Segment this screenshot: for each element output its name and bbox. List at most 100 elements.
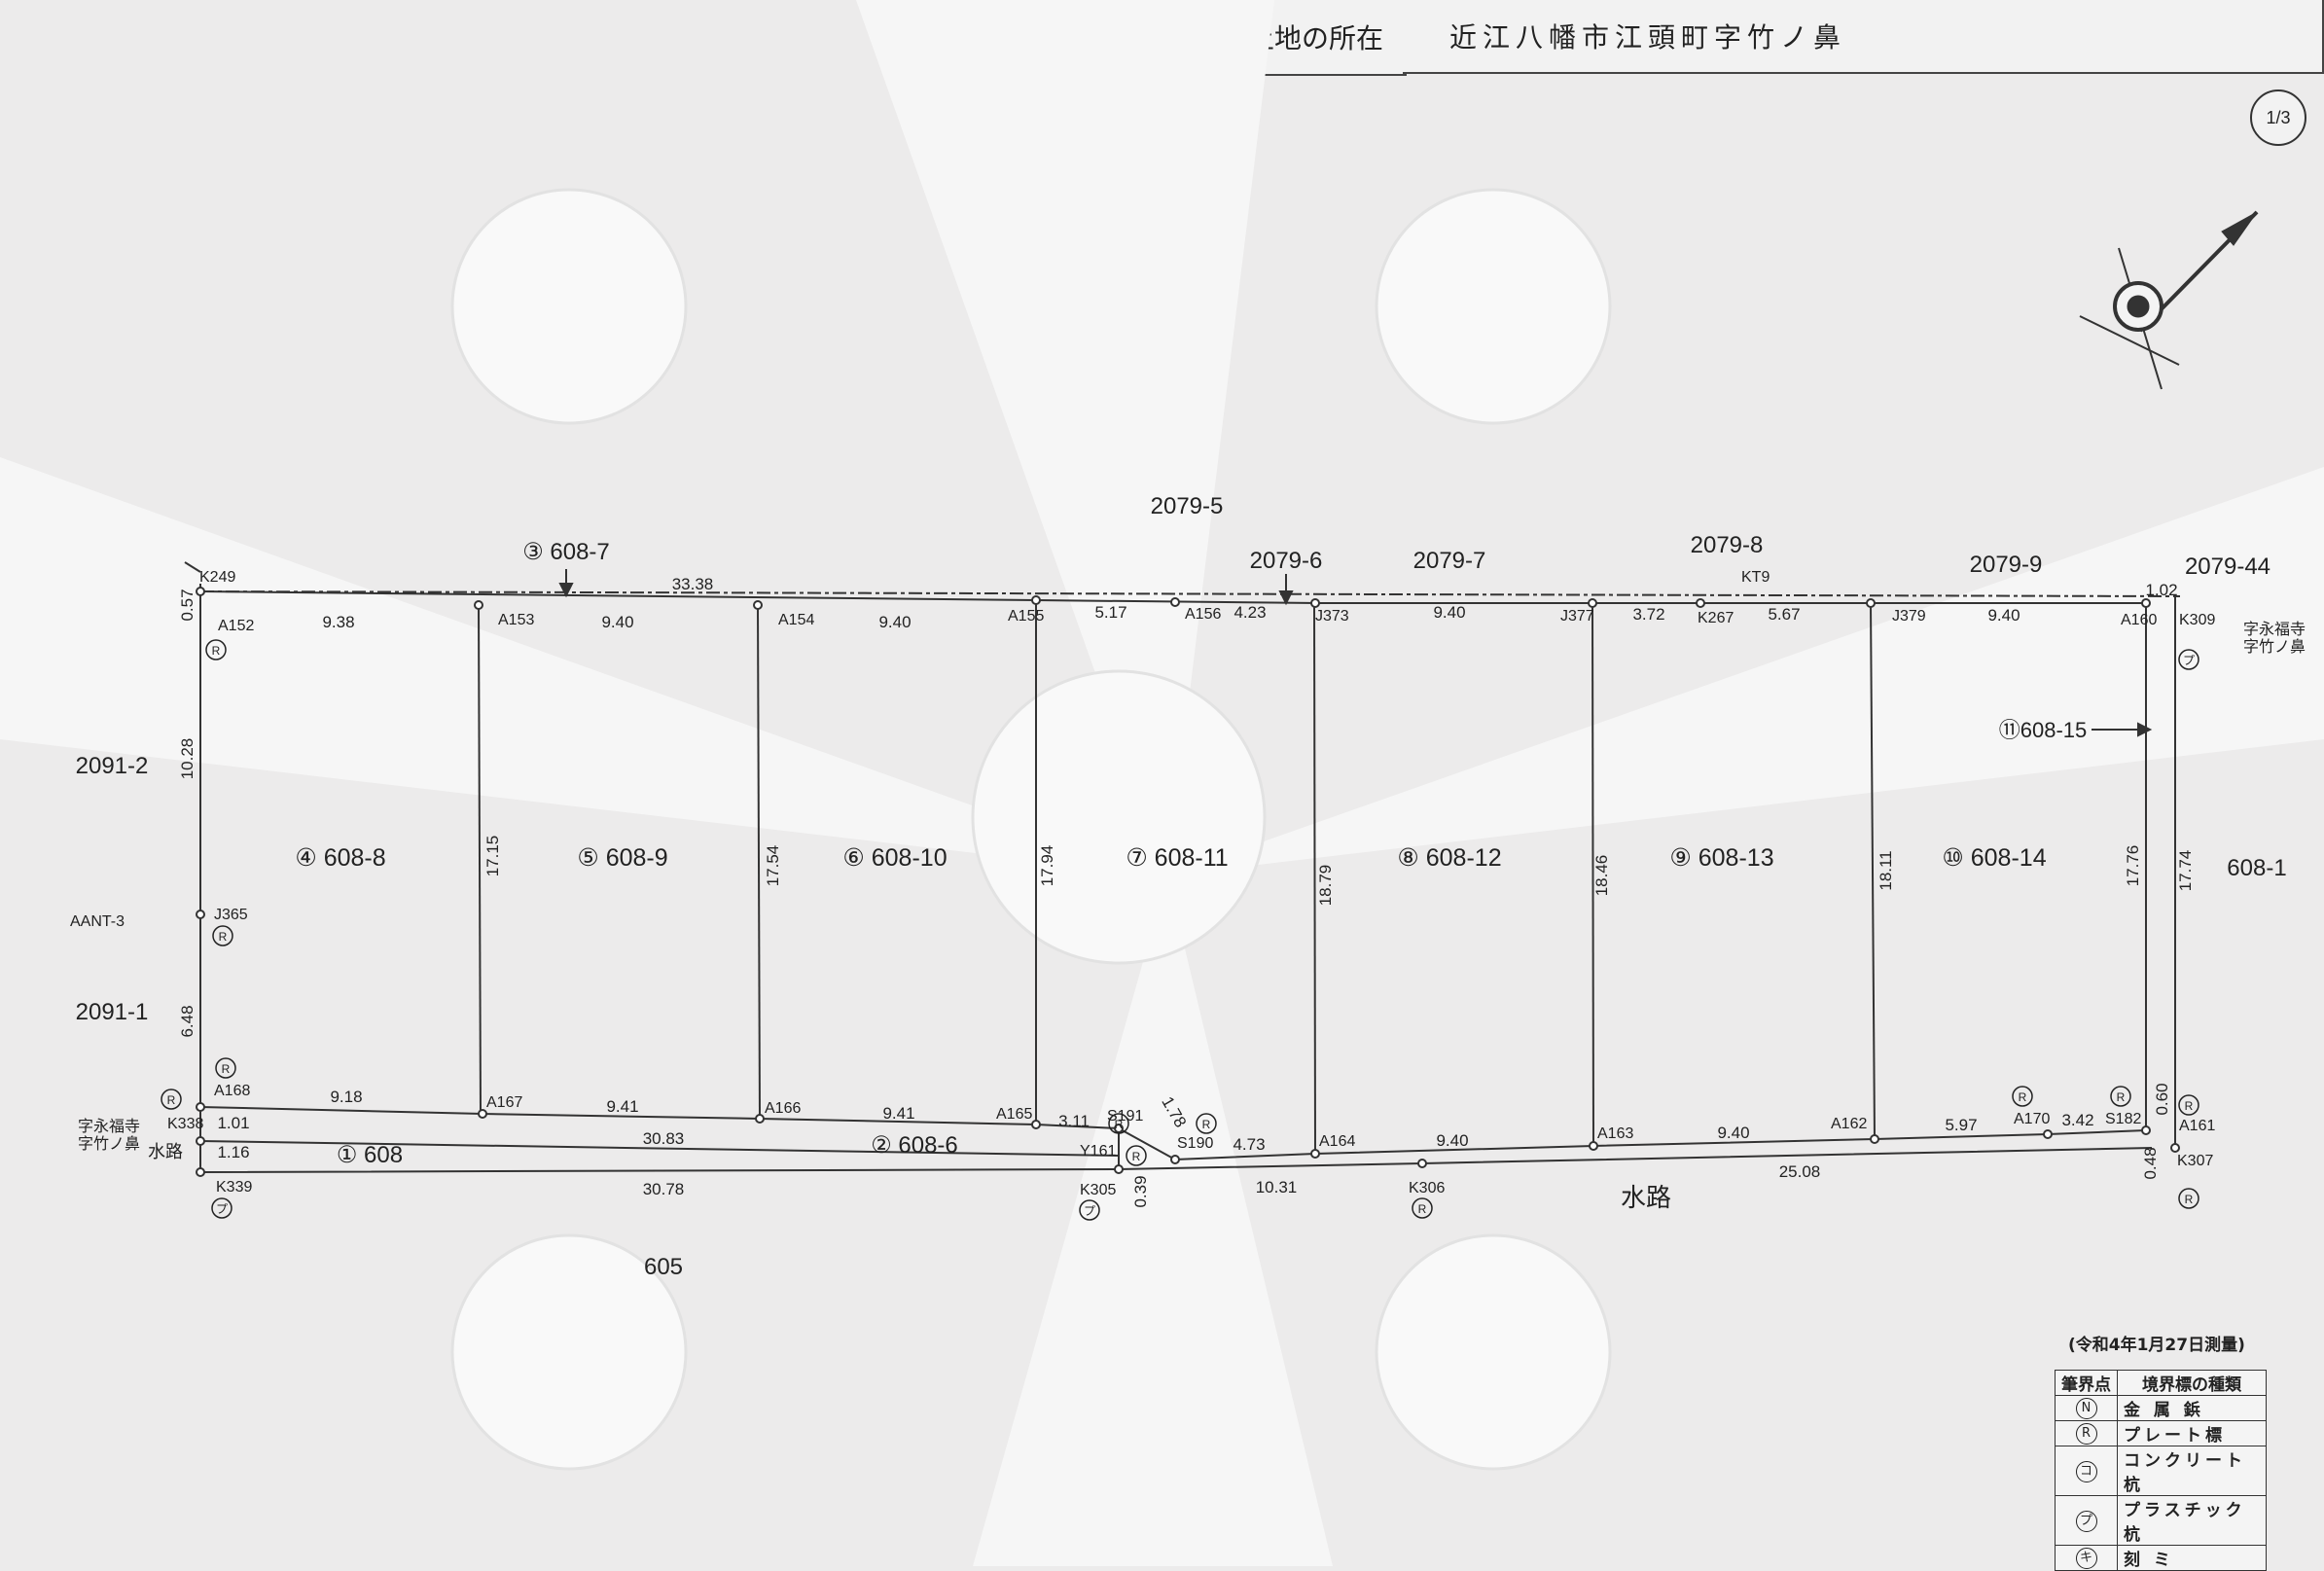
distance-label: 33.38 [672,575,714,593]
sheet-num: 1 [2266,108,2276,127]
distance-label: 17.15 [483,836,502,877]
legend-row: ププラスチック杭 [2055,1495,2267,1546]
parcel-label: ③ 608-7 [522,539,610,565]
point-id: Y161 [1080,1143,1116,1160]
marker-symbol-icon [2012,1086,2033,1107]
point-id: J373 [1315,608,1349,625]
marker-symbol-icon [2110,1086,2131,1107]
distance-label: 6.48 [178,1005,197,1037]
north-arrow-icon [2079,210,2259,390]
marker-symbol-letter: R [212,644,221,658]
distance-label: 17.74 [2176,850,2195,892]
boundary-point-marker [1310,598,1320,608]
distance-label: 9.40 [1436,1131,1468,1150]
distance-label: 30.83 [643,1129,685,1148]
neighbor-lot-label: 2079-5 [1151,493,1224,519]
marker-symbol-icon [1079,1199,1100,1221]
point-id: A152 [218,618,254,634]
boundary-point-marker [1031,595,1041,605]
point-id: J365 [214,907,248,923]
distance-label: 10.28 [178,738,197,780]
boundary-point-marker [1114,1124,1124,1133]
legend-symbol: R [2075,1423,2097,1445]
legend-col2: 境界標の種類 [2117,1370,2267,1396]
point-id: K267 [1698,610,1734,626]
distance-label: 5.17 [1094,603,1126,622]
distance-label: 0.48 [2141,1147,2160,1179]
distance-label: 17.94 [1038,845,1056,887]
marker-symbol-letter: R [2185,1193,2194,1206]
marker-symbol-letter: R [1132,1150,1141,1163]
marker-symbol-letter: プ [216,1202,228,1216]
boundary-point-marker [1696,598,1705,608]
boundary-point-marker [474,600,483,610]
legend-symbol: コ [2075,1460,2097,1482]
distance-label: 17.54 [764,845,782,887]
point-id: A156 [1185,606,1221,623]
boundary-point-marker [196,910,205,919]
boundary-point-marker [196,1102,205,1112]
legend-symbol: プ [2075,1510,2097,1532]
distance-label: 5.67 [1768,605,1800,624]
boundary-point-marker [2141,598,2151,608]
distance-label: 18.11 [1877,850,1895,890]
legend-name: プラスチック杭 [2117,1495,2267,1546]
legend-symbol: N [2075,1398,2097,1419]
distance-label: 3.42 [2061,1111,2093,1129]
marker-symbol-icon [215,1057,236,1079]
boundary-point-marker [1866,598,1876,608]
distance-label: 18.79 [1316,865,1335,907]
point-id: K339 [216,1179,252,1196]
point-id: A154 [778,612,814,628]
neighbor-lot-label: 2079-7 [1413,548,1486,574]
boundary-point-marker [1417,1159,1427,1168]
distance-label: 9.18 [330,1088,362,1106]
marker-symbol-letter: R [222,1062,231,1076]
area-name-label: 字永福寺 [78,1118,140,1135]
legend-name: 金 属 鋲 [2117,1395,2267,1421]
point-id: A163 [1597,1125,1633,1142]
parcel-label: ⑩ 608-14 [1942,844,2046,872]
distance-label: 9.40 [1717,1124,1749,1142]
marker-symbol-icon [2178,1188,2199,1209]
marker-symbol-letter: R [1115,1118,1124,1131]
parcel-label: ⑪608-15 [1999,718,2088,742]
boundary-point-marker [1170,1155,1180,1164]
boundary-point-marker [2170,1143,2180,1153]
point-id: A165 [996,1106,1032,1123]
distance-label: 4.23 [1234,603,1266,622]
distance-label: 25.08 [1779,1162,1821,1181]
neighbor-lot-label: 605 [644,1254,683,1280]
marker-symbol-icon [205,639,227,661]
boundary-point-marker [2141,1125,2151,1135]
watermark-emblems [450,188,1612,1471]
boundary-point-marker [1870,1134,1879,1144]
point-id: A167 [486,1094,522,1111]
point-id: K306 [1409,1180,1445,1196]
parcel-label: ⑥ 608-10 [842,844,947,872]
legend-name: コンクリート杭 [2117,1446,2267,1496]
point-id: KT9 [1741,569,1770,586]
legend-row: ココンクリート杭 [2055,1446,2267,1496]
point-id: A161 [2179,1118,2215,1134]
point-id: J377 [1560,608,1594,625]
marker-symbol-icon [1196,1113,1217,1134]
distance-label: 5.97 [1945,1116,1977,1134]
canal-label: 水路 [1621,1183,1671,1212]
distance-label: 30.78 [643,1180,685,1198]
boundary-point-marker [1031,1120,1041,1129]
marker-symbol-icon [161,1089,182,1110]
marker-symbol-letter: プ [1084,1204,1095,1218]
parcel-label: ⑤ 608-9 [577,844,667,872]
legend-name: 刻 ミ [2117,1545,2267,1571]
point-id: A164 [1319,1133,1355,1150]
parcel-label: ⑦ 608-11 [1126,844,1228,872]
distance-label: 9.40 [601,613,633,631]
marker-symbol-letter: R [167,1093,176,1107]
marker-symbol-icon [1108,1113,1129,1134]
legend-row: キ刻 ミ [2055,1545,2267,1571]
parcel-label: ⑧ 608-12 [1397,844,1501,872]
